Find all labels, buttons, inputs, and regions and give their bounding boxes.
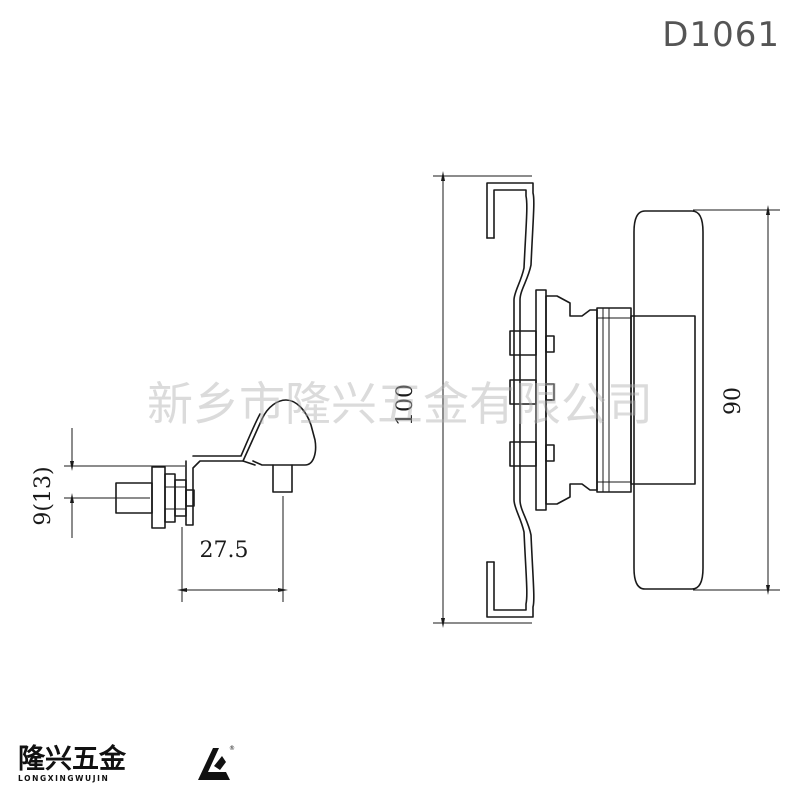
brand-logo: 隆兴五金 LONGXINGWUJIN ® (18, 743, 235, 783)
dim-height-side-label: 9(13) (31, 466, 56, 525)
dim-height-body-label: 90 (721, 387, 746, 415)
dim-height-total-label: 100 (393, 384, 418, 426)
company-watermark: 新乡市隆兴五金有限公司 (147, 377, 653, 431)
dim-width-side: 27.5 (177, 496, 288, 602)
logo-name-cn: 隆兴五金 (18, 743, 127, 775)
dim-height-body: 90 (693, 205, 780, 595)
drawing-code: D1061 (662, 15, 780, 55)
dim-height-total: 100 (393, 171, 532, 628)
dim-width-side-label: 27.5 (200, 538, 249, 563)
logo-name-en: LONGXINGWUJIN (18, 774, 109, 783)
logo-mark-icon (198, 748, 230, 780)
front-view (486, 182, 704, 618)
dim-height-side: 9(13) (31, 428, 185, 538)
logo-registered-mark: ® (229, 745, 235, 752)
